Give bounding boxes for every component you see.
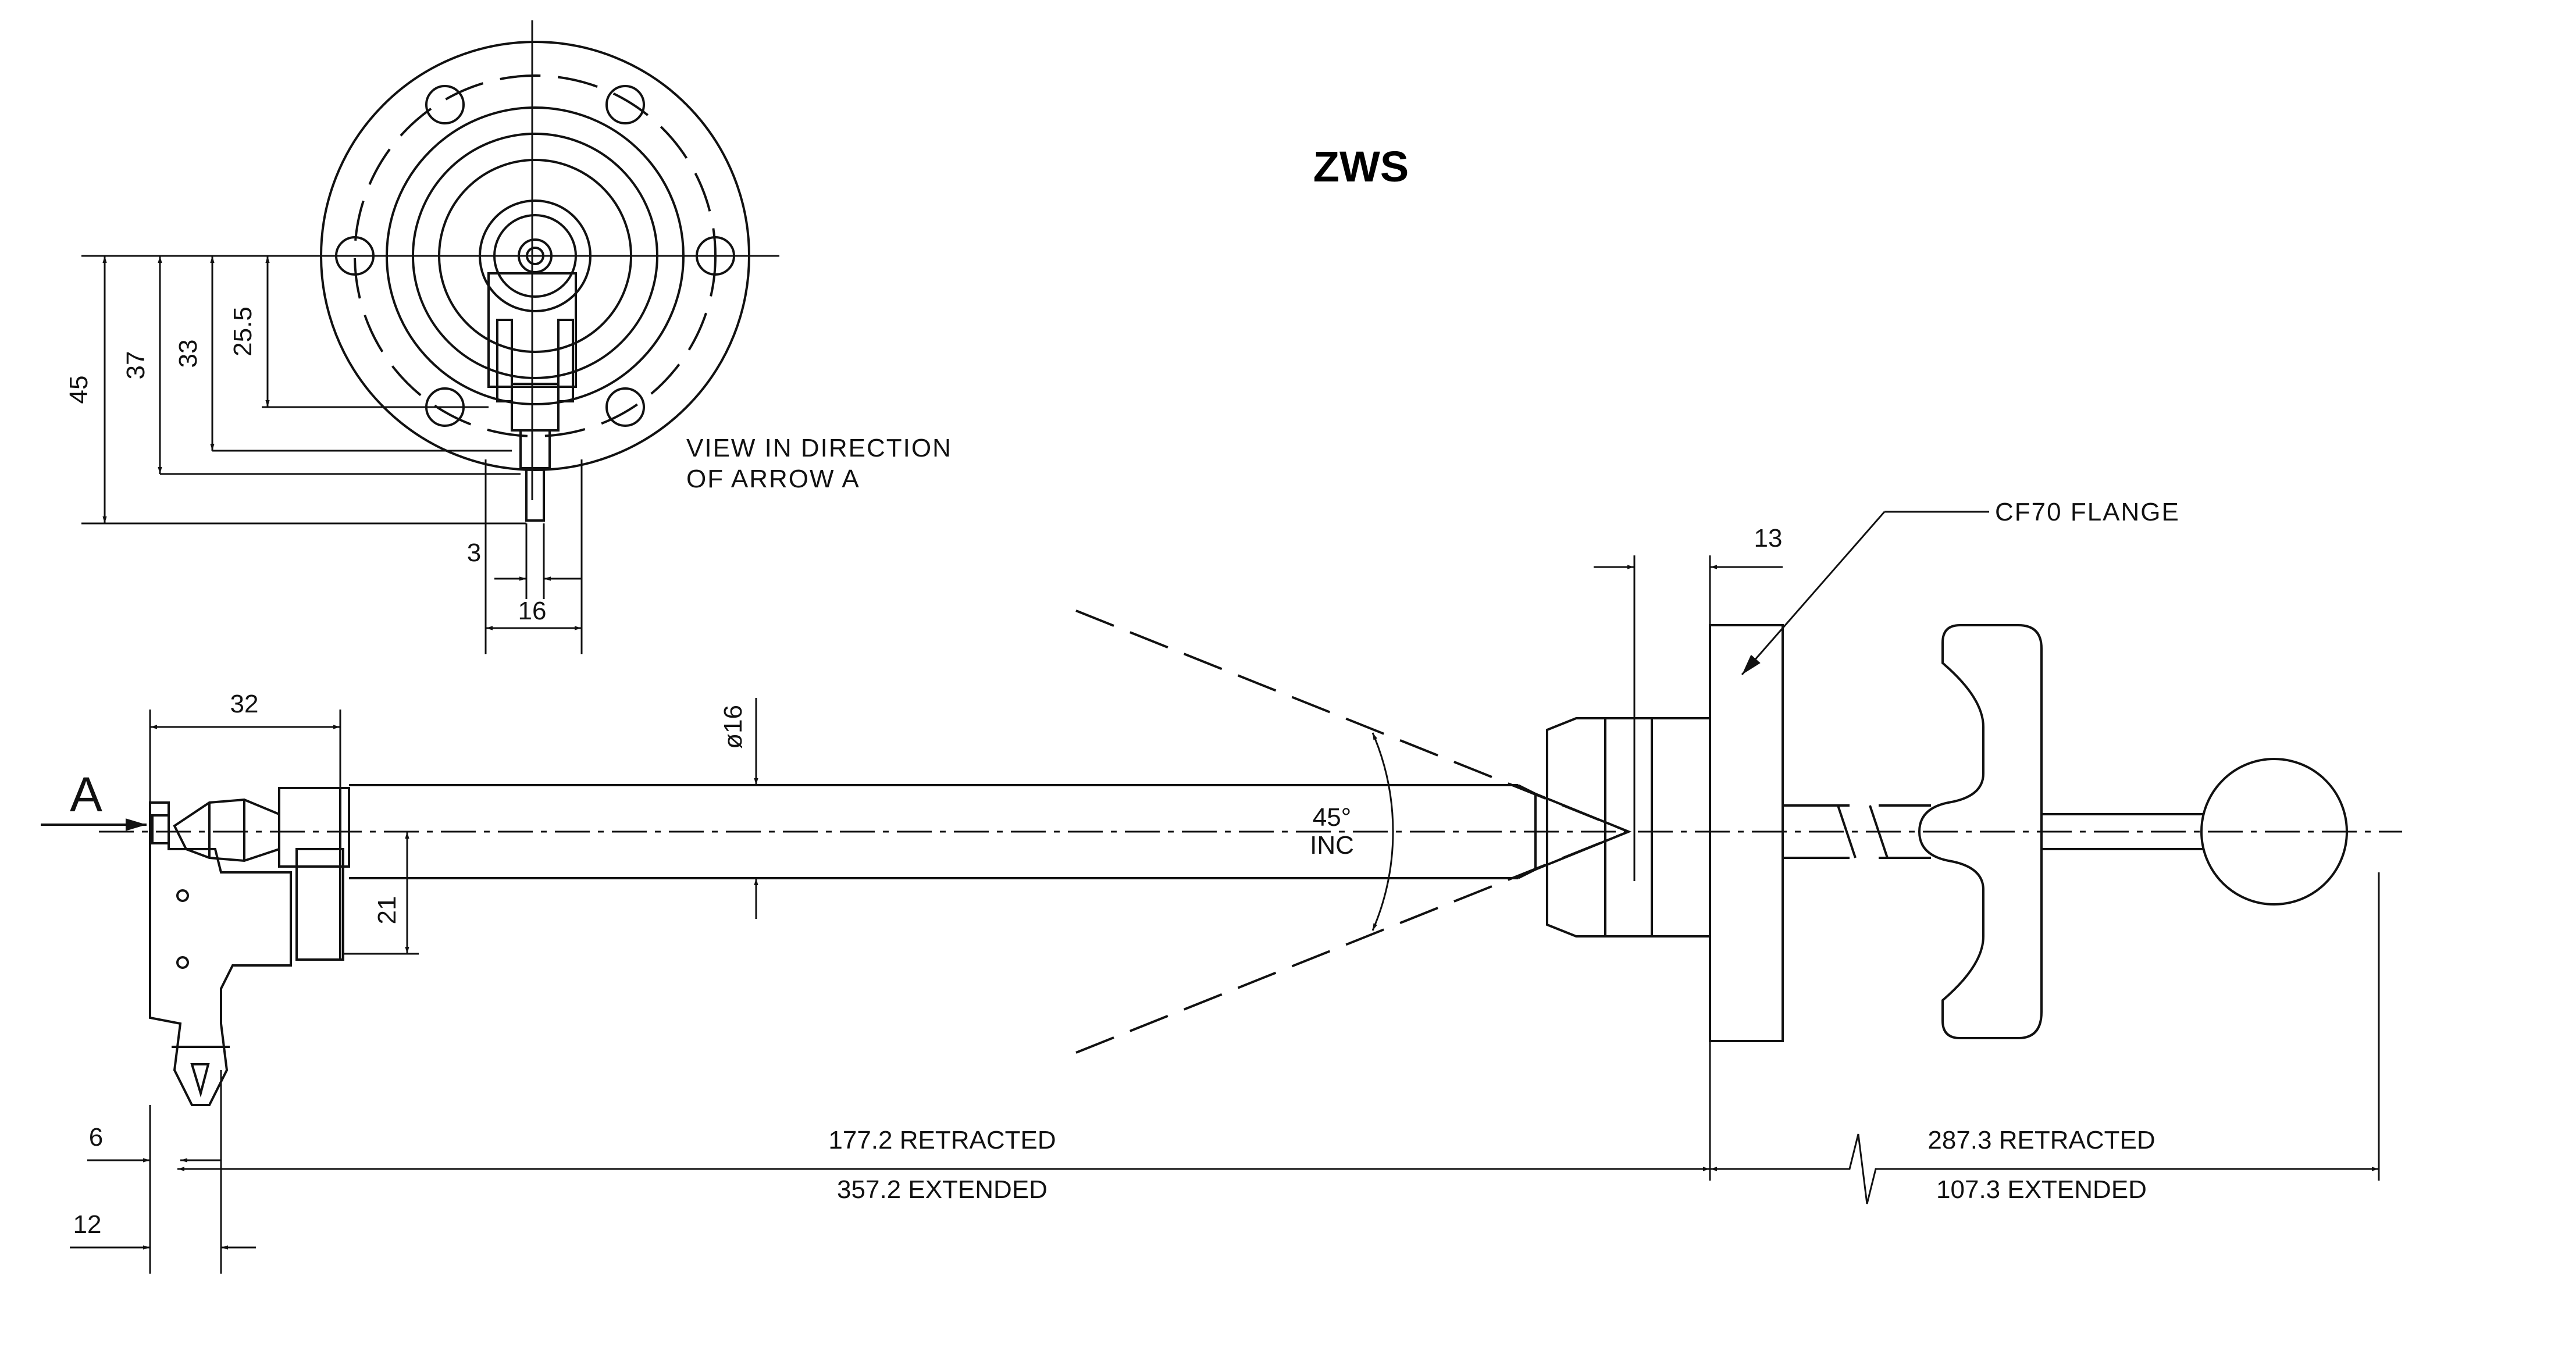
dim-33: 33 xyxy=(174,340,202,368)
flange-body xyxy=(1546,555,1784,1042)
t-handle xyxy=(1918,624,2043,1039)
cf70-flange xyxy=(1709,624,1784,1042)
dim-21: 21 xyxy=(373,896,401,925)
view-note-line1: VIEW IN DIRECTION xyxy=(686,434,952,462)
probe-tip xyxy=(149,787,350,1106)
ball-knob xyxy=(2200,758,2348,906)
dim-25-5: 25.5 xyxy=(229,306,257,357)
angle-label-line1: 45° xyxy=(1313,803,1352,832)
drawing-title: ZWS xyxy=(1313,142,1409,191)
dim-extended-left: 357.2 EXTENDED xyxy=(837,1175,1047,1204)
dim-16: 16 xyxy=(518,597,547,625)
end-view xyxy=(291,20,779,522)
dim-dia16: ø16 xyxy=(719,705,747,749)
dim-extended-right: 107.3 EXTENDED xyxy=(1936,1175,2147,1204)
dim-retracted-right: 287.3 RETRACTED xyxy=(1927,1126,2155,1154)
angle-label-line2: INC xyxy=(1310,831,1354,860)
end-view-dimensions: 45 37 33 25.5 3 16 xyxy=(65,255,583,654)
flange-label: CF70 FLANGE xyxy=(1995,498,2180,526)
svg-text:A: A xyxy=(70,767,102,822)
arrow-a: A xyxy=(41,767,147,831)
dim-45: 45 xyxy=(65,376,93,404)
dim-32: 32 xyxy=(230,690,259,718)
dim-37: 37 xyxy=(122,351,150,380)
dim-6: 6 xyxy=(89,1123,103,1152)
side-view-dimensions: 32 ø16 21 13 177.2 RETRACTED 357.2 EXTEN… xyxy=(70,524,2380,1274)
view-cone: 45° INC xyxy=(1075,609,1629,1054)
drive-shaft xyxy=(1783,624,2348,1039)
dim-13: 13 xyxy=(1754,524,1783,552)
dim-retracted-left: 177.2 RETRACTED xyxy=(828,1126,1056,1154)
view-note-line2: OF ARROW A xyxy=(686,465,860,493)
dim-12: 12 xyxy=(73,1210,102,1239)
dim-3: 3 xyxy=(467,539,481,567)
flange-callout: CF70 FLANGE xyxy=(1741,498,2180,675)
